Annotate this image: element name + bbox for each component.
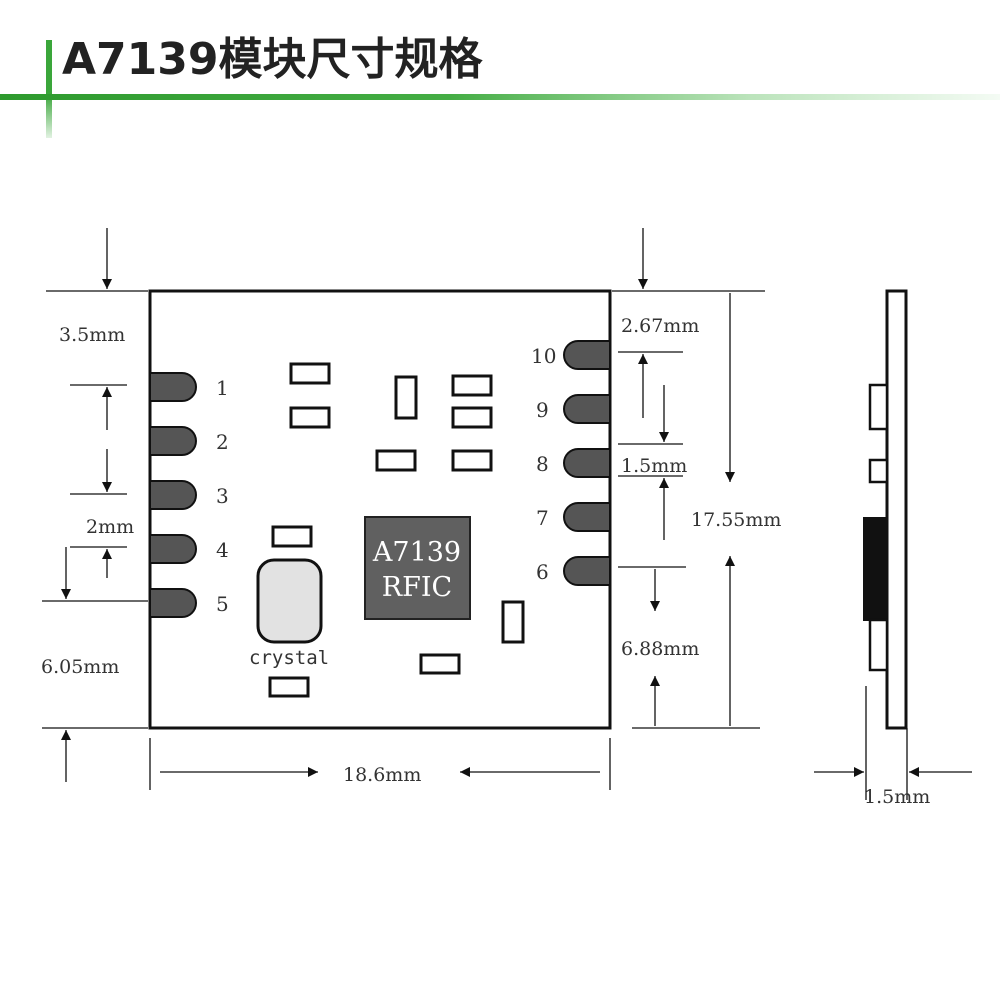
pin-label-7: 7 (536, 506, 549, 530)
pad-right-8 (563, 448, 611, 478)
side-view-component (868, 383, 889, 431)
pin-label-10: 10 (531, 344, 556, 368)
accent-vertical-bar (46, 40, 52, 138)
left-pads (149, 372, 197, 618)
smd-component (271, 525, 313, 548)
crystal (256, 558, 323, 644)
slide-header: A7139模块尺寸规格 (0, 0, 1000, 140)
pad-left-1 (149, 372, 197, 402)
smd-component (375, 449, 417, 472)
smd-component (451, 374, 493, 397)
side-view-chip (863, 517, 888, 621)
pin-label-1: 1 (216, 376, 229, 400)
left-dimensions (42, 228, 148, 782)
crystal-label: crystal (249, 647, 329, 669)
pin-label-3: 3 (216, 484, 229, 508)
pad-right-6 (563, 556, 611, 586)
chip-label-line2: RFIC (382, 572, 452, 603)
smd-component (451, 449, 493, 472)
dim-top-margin-right: 2.67mm (621, 315, 699, 337)
side-view-pcb (885, 289, 908, 730)
width-dimension (149, 738, 611, 790)
smd-component (289, 362, 331, 385)
side-view-crystal (868, 618, 889, 672)
chip-label-line1: A7139 (372, 537, 461, 568)
smd-components (268, 362, 525, 698)
pin-label-4: 4 (216, 538, 229, 562)
smd-component (451, 406, 493, 429)
pin-label-9: 9 (536, 398, 549, 422)
right-pads (563, 340, 611, 586)
accent-horizontal-bar (0, 94, 1000, 100)
dim-pin-pitch-right: 1.5mm (621, 455, 687, 477)
dim-pin-pitch-left: 2mm (86, 516, 134, 538)
smd-component (394, 375, 418, 420)
dim-width: 18.6mm (343, 764, 421, 786)
page-title: A7139模块尺寸规格 (62, 34, 483, 85)
pad-left-3 (149, 480, 197, 510)
pin-label-2: 2 (216, 430, 229, 454)
rfic-chip (364, 516, 471, 620)
smd-component (268, 676, 310, 698)
pad-left-2 (149, 426, 197, 456)
dim-thickness: 1.5mm (864, 786, 930, 808)
side-view (863, 289, 908, 730)
thickness-dimension (814, 686, 972, 800)
pad-right-7 (563, 502, 611, 532)
dim-bottom-margin-left: 6.05mm (41, 656, 119, 678)
pad-left-4 (149, 534, 197, 564)
smd-component (501, 600, 525, 644)
dim-height: 17.55mm (691, 509, 781, 531)
pad-left-5 (149, 588, 197, 618)
pin-label-6: 6 (536, 560, 549, 584)
smd-component (419, 653, 461, 675)
pad-right-9 (563, 394, 611, 424)
pin-label-8: 8 (536, 452, 549, 476)
side-view-component (868, 458, 889, 484)
module-outline (148, 289, 612, 730)
pin-label-5: 5 (216, 592, 229, 616)
dim-bottom-margin-right: 6.88mm (621, 638, 699, 660)
dim-top-margin-left: 3.5mm (59, 324, 125, 346)
smd-component (289, 406, 331, 429)
right-dimensions (612, 228, 765, 729)
pad-right-10 (563, 340, 611, 370)
